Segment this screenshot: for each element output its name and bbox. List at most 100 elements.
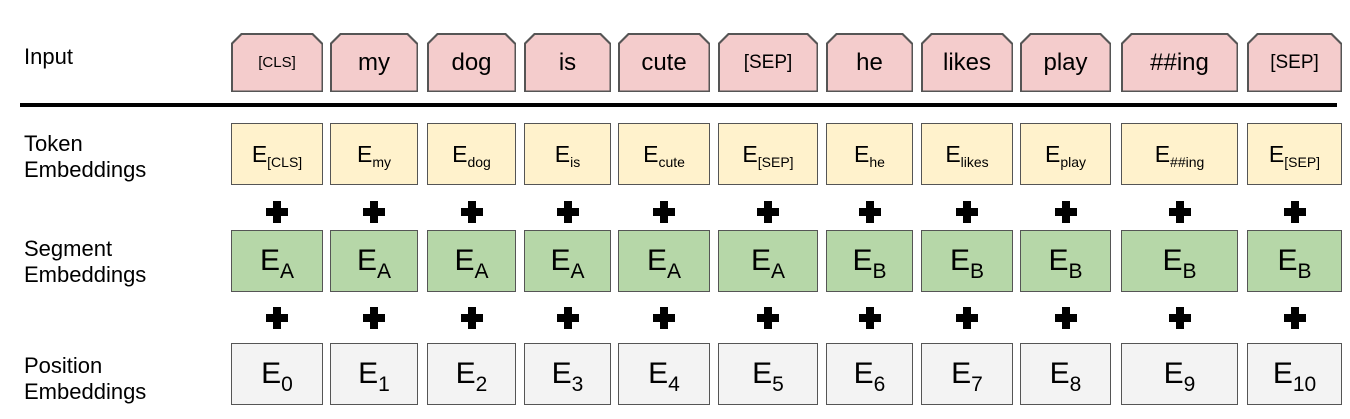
token-embedding-5: E[SEP] (718, 123, 818, 185)
position_embeddings-sub-2: 2 (475, 373, 488, 396)
row-label-position-line1: Position (24, 353, 103, 378)
token_embeddings-sub-3: is (570, 154, 581, 170)
plus-icon-segment-position-10 (1283, 307, 1306, 329)
input-token-0: [CLS] (233, 35, 322, 91)
plus-icon-segment-position-9 (1168, 307, 1191, 329)
position_embeddings-sub-10: 10 (1292, 373, 1317, 396)
plus-icon-segment-position-2 (460, 307, 483, 329)
segment_embeddings-base-10: E (1277, 244, 1298, 277)
plus-icon-segment-position-7 (956, 307, 978, 329)
input-token-6: he (828, 35, 912, 91)
token_embeddings-base-8: E (1044, 140, 1061, 167)
position_embeddings-sub-1: 1 (378, 373, 390, 396)
position_embeddings-base-10: E (1272, 357, 1293, 390)
position_embeddings-sub-8: 8 (1069, 373, 1082, 396)
segment_embeddings-base-5: E (750, 244, 771, 277)
token_embeddings-base-3: E (554, 140, 571, 167)
token-embedding-9: E##ing (1121, 123, 1238, 185)
segment_embeddings-sub-10: B (1297, 260, 1312, 283)
token_embeddings-sub-6: he (869, 154, 885, 170)
token_embeddings-sub-10: [SEP] (1284, 154, 1321, 170)
position_embeddings-sub-0: 0 (281, 373, 293, 396)
token_embeddings-base-2: E (452, 140, 468, 167)
segment_embeddings-sub-7: B (970, 260, 985, 283)
segment_embeddings-sub-0: A (280, 260, 295, 283)
position_embeddings-base-7: E (951, 357, 972, 390)
position_embeddings-base-2: E (455, 357, 476, 390)
token-embedding-0: E[CLS] (231, 123, 323, 185)
plus-icon-token-segment-10 (1283, 201, 1306, 223)
plus-icon-token-segment-9 (1168, 201, 1191, 223)
segment_embeddings-base-2: E (454, 244, 475, 277)
plus-icon-segment-position-3 (556, 307, 579, 329)
input-token-9: ##ing (1123, 35, 1237, 91)
plus-icon-token-segment-7 (956, 201, 978, 223)
plus-icon-token-segment-5 (757, 201, 779, 223)
segment_embeddings-sub-2: A (474, 260, 489, 283)
row-label-position-line2: Embeddings (24, 379, 147, 404)
position_embeddings-sub-4: 4 (668, 373, 680, 396)
plus-icon-segment-position-6 (858, 307, 881, 329)
token_embeddings-base-1: E (356, 140, 373, 167)
plus-icon-segment-position-5 (757, 307, 779, 329)
input-token-2: dog (429, 35, 515, 91)
segment_embeddings-base-6: E (852, 244, 873, 277)
position_embeddings-base-5: E (752, 357, 773, 390)
segment_embeddings-base-8: E (1048, 244, 1069, 277)
row-label-segment-line2: Embeddings (24, 262, 147, 287)
segment_embeddings-base-4: E (646, 244, 667, 277)
position_embeddings-base-4: E (648, 357, 669, 390)
input-token-4: cute (620, 35, 709, 91)
token-embedding-10: E[SEP] (1247, 123, 1342, 185)
row-label-token-line1: Token (24, 131, 83, 156)
token_embeddings-sub-2: dog (467, 154, 491, 170)
token_embeddings-base-4: E (643, 140, 659, 167)
plus-icon-token-segment-4 (653, 201, 675, 223)
input-token-8: play (1022, 35, 1110, 91)
position_embeddings-base-0: E (261, 357, 282, 390)
position_embeddings-base-6: E (853, 357, 874, 390)
token_embeddings-base-7: E (945, 140, 961, 167)
segment_embeddings-base-3: E (550, 244, 571, 277)
token_embeddings-sub-0: [CLS] (267, 154, 303, 170)
plus-icon-segment-position-1 (363, 307, 385, 329)
position_embeddings-base-1: E (358, 357, 379, 390)
token_embeddings-sub-1: my (372, 154, 391, 170)
token_embeddings-base-9: E (1154, 140, 1171, 167)
token_embeddings-sub-9: ##ing (1170, 154, 1205, 170)
input-token-3: is (526, 35, 610, 91)
plus-icon-token-segment-3 (556, 201, 579, 223)
segment_embeddings-sub-9: B (1182, 260, 1197, 283)
segment_embeddings-base-9: E (1162, 244, 1183, 277)
segment_embeddings-sub-5: A (771, 260, 786, 283)
segment_embeddings-sub-3: A (570, 260, 585, 283)
token_embeddings-sub-7: likes (960, 154, 989, 170)
position_embeddings-sub-7: 7 (971, 373, 983, 396)
input-token-10: [SEP] (1249, 35, 1341, 91)
input-token-5: [SEP] (720, 35, 817, 91)
token_embeddings-sub-4: cute (658, 154, 685, 170)
position_embeddings-base-8: E (1049, 357, 1070, 390)
